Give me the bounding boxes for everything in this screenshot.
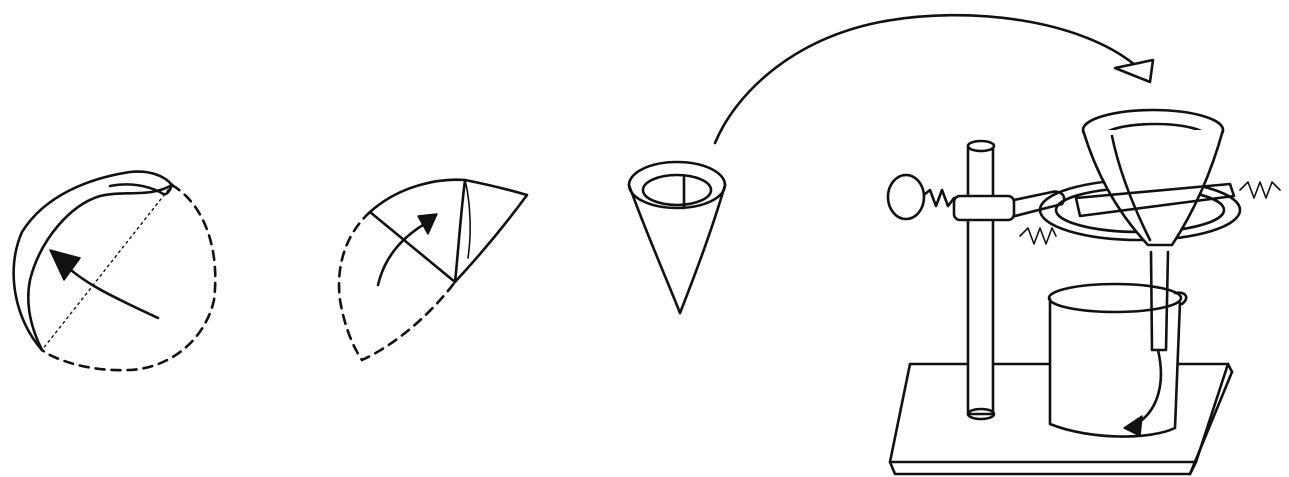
paper-circle-outline — [42, 185, 215, 370]
ring-screw-right — [1240, 182, 1280, 198]
step-half-fold — [14, 172, 216, 371]
transfer-arrow-head — [1115, 60, 1153, 82]
folded-flap-inner — [28, 185, 172, 350]
transfer-arrow-shaft — [715, 15, 1135, 143]
stand-base-edge-side — [1228, 364, 1232, 372]
quarter-crease — [465, 180, 470, 258]
stand-base-edge — [890, 462, 1196, 474]
clamp-boss — [954, 196, 1014, 220]
stand-rod — [968, 146, 993, 414]
step-open-cone — [629, 162, 725, 313]
fold-arrow-head — [50, 250, 80, 280]
step-funnel-on-ring-stand — [888, 110, 1280, 474]
quarter-arrow-head — [418, 214, 437, 234]
stand-rod-top — [968, 141, 994, 151]
fold-arrow-shaft — [62, 262, 158, 318]
quarter-back-face — [455, 180, 527, 282]
clamp-thumb-knob — [888, 175, 924, 219]
step-quarter-fold — [339, 180, 527, 360]
ring-screw-left — [1020, 228, 1056, 244]
